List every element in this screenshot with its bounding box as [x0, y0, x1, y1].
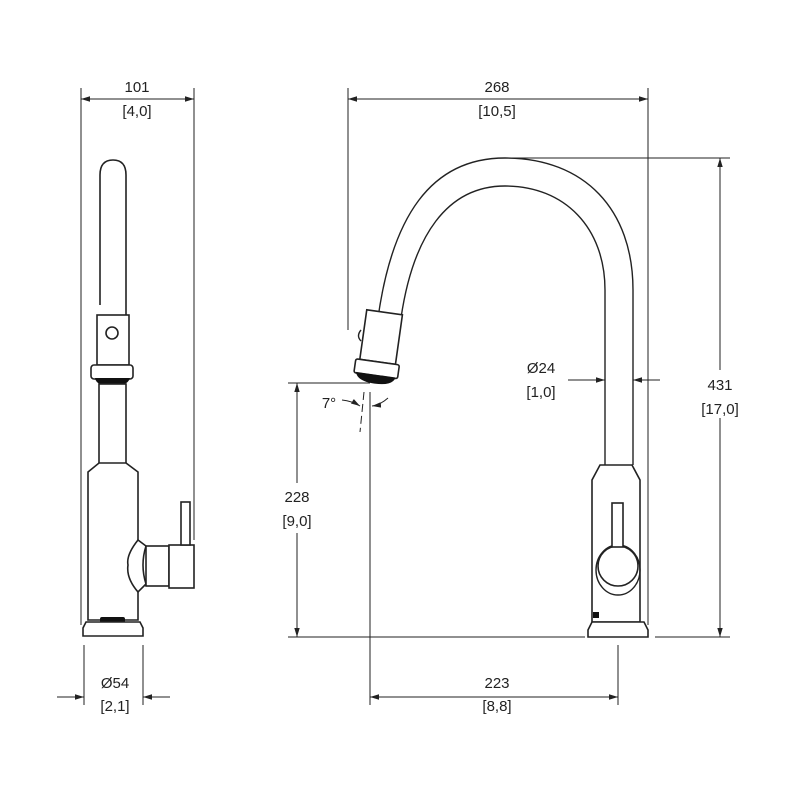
- front-base-plate: [587, 621, 649, 638]
- spout-height-mm: 228: [284, 489, 309, 506]
- reach-mm: 268: [484, 79, 509, 96]
- front-handle-lever: [611, 502, 624, 548]
- height-mm: 431: [707, 377, 732, 394]
- side-handle-hub: [168, 544, 195, 589]
- front-view-faucet: [288, 88, 730, 705]
- side-base-plate: [82, 621, 144, 637]
- side-spout-tube: [99, 159, 127, 315]
- pipe-diameter-in: [1,0]: [526, 384, 555, 401]
- spout-projection-in: [8,8]: [482, 698, 511, 715]
- spray-angle-label: 7°: [322, 395, 336, 412]
- side-spray-head: [96, 314, 130, 366]
- spout-height-in: [9,0]: [282, 513, 311, 530]
- base-diameter-in: [2,1]: [100, 698, 129, 715]
- spout-projection-mm: 223: [484, 675, 509, 692]
- base-diameter-mm: Ø54: [101, 675, 129, 692]
- front-handle-hub: [597, 545, 639, 587]
- reach-in: [10,5]: [478, 103, 516, 120]
- gooseneck-outer: [377, 157, 634, 465]
- side-handle-lever: [180, 501, 191, 546]
- width-in: [4,0]: [122, 103, 151, 120]
- gooseneck-inner: [400, 185, 606, 465]
- pipe-diameter-mm: Ø24: [527, 360, 555, 377]
- height-in: [17,0]: [701, 401, 739, 418]
- width-mm: 101: [124, 79, 149, 96]
- spray-button-icon: [105, 326, 119, 340]
- front-spray-head: [353, 308, 404, 385]
- side-view-faucet: [57, 88, 195, 705]
- side-body: [87, 462, 139, 621]
